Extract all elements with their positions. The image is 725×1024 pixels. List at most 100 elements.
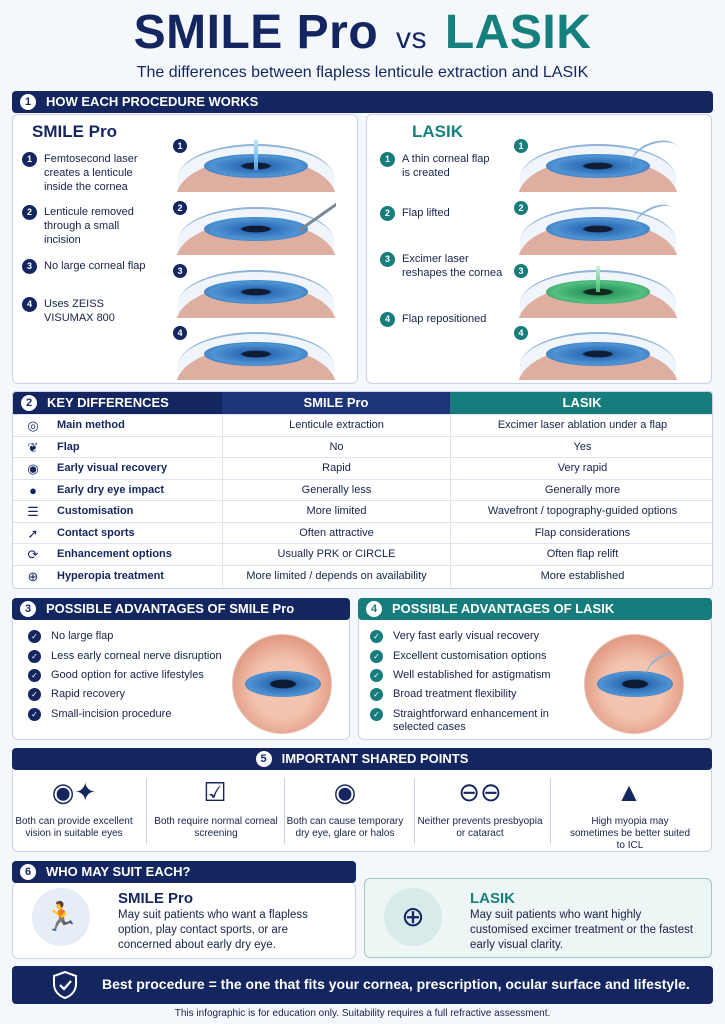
shared-point: High myopia may sometimes be better suit… bbox=[569, 816, 691, 851]
row-smile-value: No bbox=[222, 436, 450, 458]
shared-point: Neither prevents presbyopia or cataract bbox=[417, 816, 543, 839]
row-label: Early dry eye impact bbox=[57, 483, 165, 496]
check-icon: ✓ bbox=[28, 688, 41, 701]
step-text: Lenticule removed through a small incisi… bbox=[44, 206, 134, 246]
glasses-icon: ⊖⊖ bbox=[458, 777, 502, 807]
row-smile-value: More limited bbox=[222, 501, 450, 522]
lasik-suit-text: May suit patients who want highly custom… bbox=[470, 909, 694, 951]
smile-step-2: 2 Lenticule removed through a small incis… bbox=[22, 205, 152, 247]
lasik-advantage-item: ✓Excellent customisation options bbox=[370, 650, 546, 663]
row-label: Hyperopia treatment bbox=[57, 569, 164, 582]
smile-eye-number: 3 bbox=[173, 264, 187, 278]
table-header-section: 2 KEY DIFFERENCES bbox=[13, 392, 222, 414]
row-label: Contact sports bbox=[57, 526, 135, 539]
smile-eye-diagram-4 bbox=[176, 328, 336, 380]
lasik-eye-illustration bbox=[584, 634, 684, 734]
row-lasik-value: Wavefront / topography-guided options bbox=[450, 501, 712, 522]
step-text: No large corneal flap bbox=[44, 260, 146, 272]
eye-sparkle-icon: ◉✦ bbox=[51, 777, 97, 807]
check-icon: ✓ bbox=[28, 669, 41, 682]
row-lasik-value: Generally more bbox=[450, 479, 712, 501]
check-icon: ✓ bbox=[370, 688, 383, 701]
divider bbox=[146, 778, 147, 844]
advantage-text: Straightforward enhancement in selected … bbox=[393, 708, 549, 733]
smile-eye-diagram-3 bbox=[176, 266, 336, 318]
smile-eye-diagram-1 bbox=[176, 140, 336, 192]
smile-advantage-item: ✓Good option for active lifestyles bbox=[28, 669, 204, 682]
droplet-icon: ● bbox=[29, 482, 37, 498]
mountain-icon: ▲ bbox=[616, 777, 642, 807]
lasik-step-4: 4 Flap repositioned bbox=[380, 312, 500, 327]
row-smile-value: More limited / depends on availability bbox=[222, 565, 450, 587]
row-lasik-value: Excimer laser ablation under a flap bbox=[450, 415, 712, 436]
section4-title: POSSIBLE ADVANTAGES OF LASIK bbox=[392, 601, 615, 616]
runner-icon: 🏃 bbox=[32, 888, 90, 946]
section3-number: 3 bbox=[20, 601, 36, 617]
eye-drop-icon: ◉ bbox=[333, 777, 357, 807]
crosshair-icon: ⊕ bbox=[384, 888, 442, 946]
main-title: SMILE Pro vs LASIK bbox=[0, 6, 725, 66]
sliders-icon: ☰ bbox=[27, 504, 39, 519]
subtitle: The differences between flapless lenticu… bbox=[136, 64, 589, 81]
lasik-eye-number: 3 bbox=[514, 264, 528, 278]
lasik-eye-diagram-3 bbox=[518, 266, 678, 318]
eye-icon: ◉ bbox=[27, 461, 39, 476]
section5-title: IMPORTANT SHARED POINTS bbox=[281, 751, 469, 766]
shared-point: Both can cause temporary dry eye, glare … bbox=[286, 816, 404, 839]
lasik-eye-number: 2 bbox=[514, 201, 528, 215]
step-number: 4 bbox=[380, 312, 395, 327]
title-vs: vs bbox=[396, 22, 428, 55]
shared-point: Both can provide excellent vision in sui… bbox=[15, 816, 133, 839]
title-smile: SMILE Pro bbox=[133, 6, 379, 59]
smile-eye-number: 4 bbox=[173, 326, 187, 340]
row-label: Main method bbox=[57, 419, 125, 431]
smile-advantage-item: ✓Less early corneal nerve disruption bbox=[28, 650, 222, 663]
section2-title: KEY DIFFERENCES bbox=[47, 395, 169, 410]
table-header-lasik: LASIK bbox=[450, 392, 712, 414]
step-text: Flap lifted bbox=[402, 207, 450, 219]
lasik-advantage-item: ✓Well established for astigmatism bbox=[370, 669, 551, 682]
row-smile-value: Rapid bbox=[222, 458, 450, 479]
row-smile-value: Often attractive bbox=[222, 522, 450, 544]
lasik-eye-diagram-4 bbox=[518, 328, 678, 380]
divider bbox=[550, 778, 551, 844]
lasik-eye-number: 4 bbox=[514, 326, 528, 340]
lasik-eye-diagram-1 bbox=[518, 140, 678, 192]
check-icon: ✓ bbox=[370, 650, 383, 663]
advantage-text: No large flap bbox=[51, 630, 114, 642]
step-text: Flap repositioned bbox=[402, 313, 487, 325]
table-row: ◉ Early visual recovery Rapid Very rapid bbox=[13, 457, 712, 479]
smile-eye-diagram-2 bbox=[176, 203, 336, 255]
row-label: Enhancement options bbox=[57, 548, 172, 560]
row-smile-value: Generally less bbox=[222, 479, 450, 501]
row-lasik-value: Yes bbox=[450, 436, 712, 458]
section2-number: 2 bbox=[21, 395, 37, 411]
section6-title: WHO MAY SUIT EACH? bbox=[46, 864, 191, 879]
row-smile-value: Lenticule extraction bbox=[222, 415, 450, 436]
section3-bar: 3 POSSIBLE ADVANTAGES OF SMILE Pro bbox=[12, 598, 350, 620]
advantage-text: Small-incision procedure bbox=[51, 708, 172, 720]
step-number: 4 bbox=[22, 297, 37, 312]
section5-number: 5 bbox=[255, 751, 272, 767]
lasik-panel-title: LASIK bbox=[412, 122, 463, 141]
smile-suit-text: May suit patients who want a flapless op… bbox=[118, 909, 308, 951]
check-icon: ✓ bbox=[370, 708, 383, 721]
row-lasik-value: Very rapid bbox=[450, 458, 712, 479]
step-number: 1 bbox=[22, 152, 37, 167]
step-number: 2 bbox=[22, 205, 37, 220]
smile-panel-title: SMILE Pro bbox=[32, 122, 118, 141]
section6-number: 6 bbox=[20, 864, 36, 880]
shared-point: Both require normal corneal screening bbox=[154, 816, 278, 839]
section1-title: HOW EACH PROCEDURE WORKS bbox=[46, 94, 259, 109]
advantage-text: Rapid recovery bbox=[51, 688, 125, 700]
magnifier-icon: ⊕ bbox=[27, 568, 39, 584]
row-smile-value: Usually PRK or CIRCLE bbox=[222, 544, 450, 565]
step-text: A thin corneal flap is created bbox=[402, 153, 490, 179]
section4-number: 4 bbox=[366, 601, 382, 617]
advantage-text: Very fast early visual recovery bbox=[393, 630, 540, 642]
